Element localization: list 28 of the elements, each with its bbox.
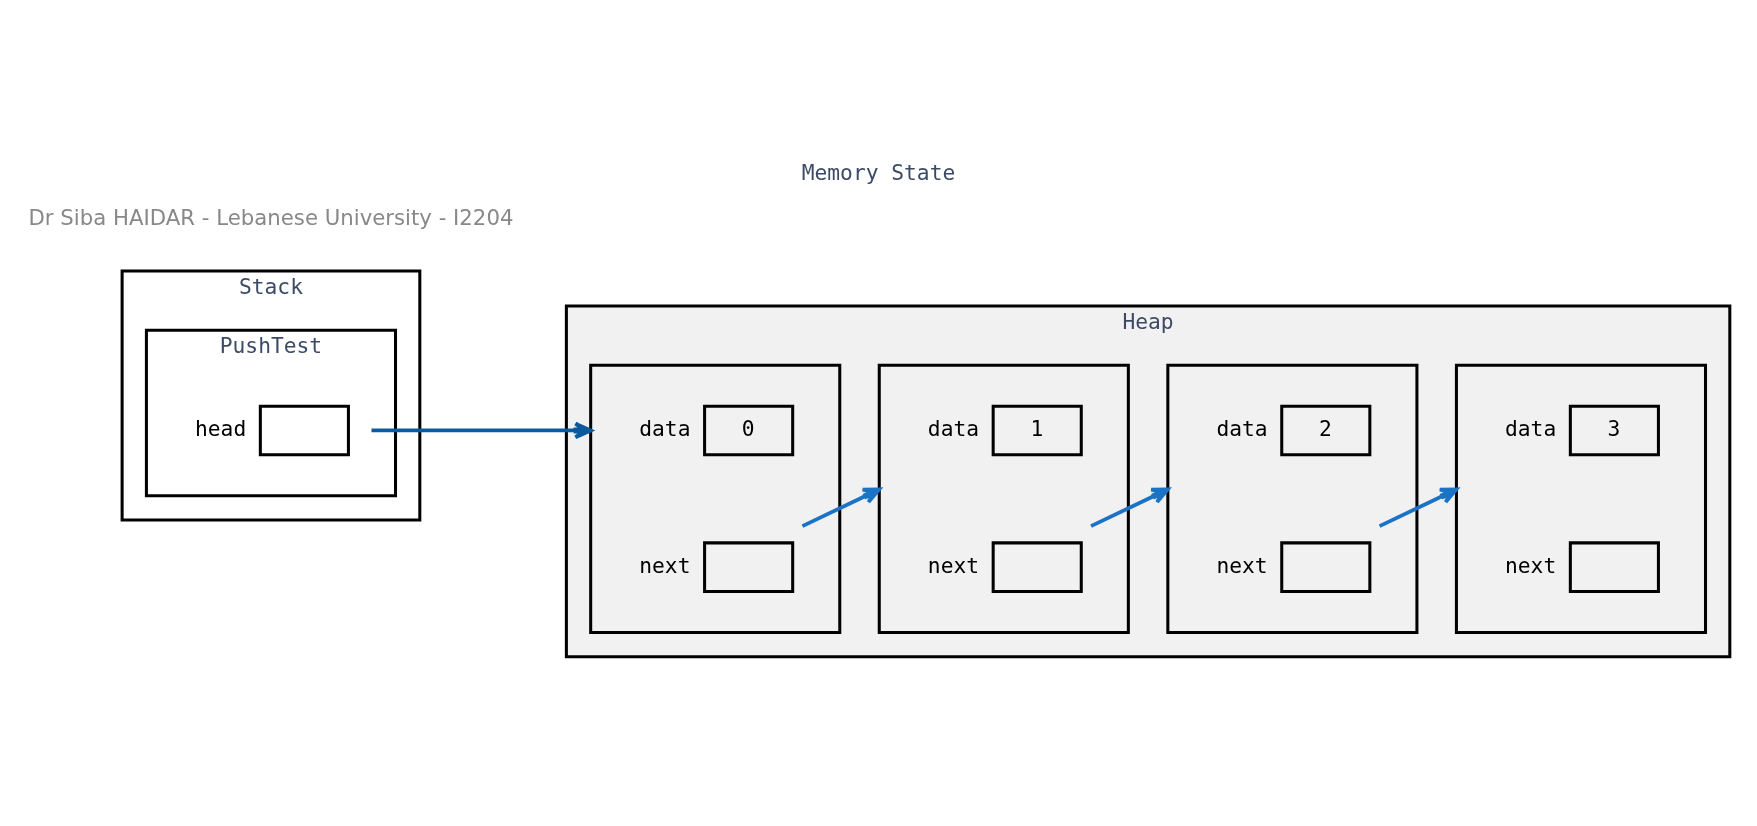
arrow — [1378, 487, 1459, 528]
node-label: head — [195, 416, 247, 442]
node-box — [991, 541, 1083, 593]
cluster — [589, 363, 842, 634]
node-box: 2 — [1280, 404, 1372, 457]
cluster — [1454, 363, 1708, 634]
node-box: 3 — [1568, 404, 1660, 457]
arrow — [371, 421, 593, 440]
node-label: data — [1505, 416, 1557, 442]
node-label: next — [639, 552, 691, 578]
node-box — [258, 404, 350, 457]
node-box — [1568, 541, 1660, 593]
node-box — [703, 541, 795, 593]
node-label: data — [927, 416, 980, 442]
arrow — [1090, 487, 1170, 528]
cluster — [877, 363, 1130, 634]
node-box: 0 — [703, 404, 795, 457]
node-box — [1280, 541, 1372, 593]
node-label: data — [1216, 416, 1268, 442]
node-box: 1 — [991, 404, 1083, 457]
node-label: next — [927, 552, 980, 578]
cluster — [1166, 363, 1419, 634]
node-label: next — [1505, 552, 1557, 578]
arrow — [801, 487, 882, 528]
label: Dr Siba HAIDAR - Lebanese University - I2204 — [28, 204, 514, 230]
node-label: data — [639, 416, 691, 442]
node-label: next — [1216, 552, 1268, 578]
diagram-title: Memory State — [801, 160, 956, 186]
